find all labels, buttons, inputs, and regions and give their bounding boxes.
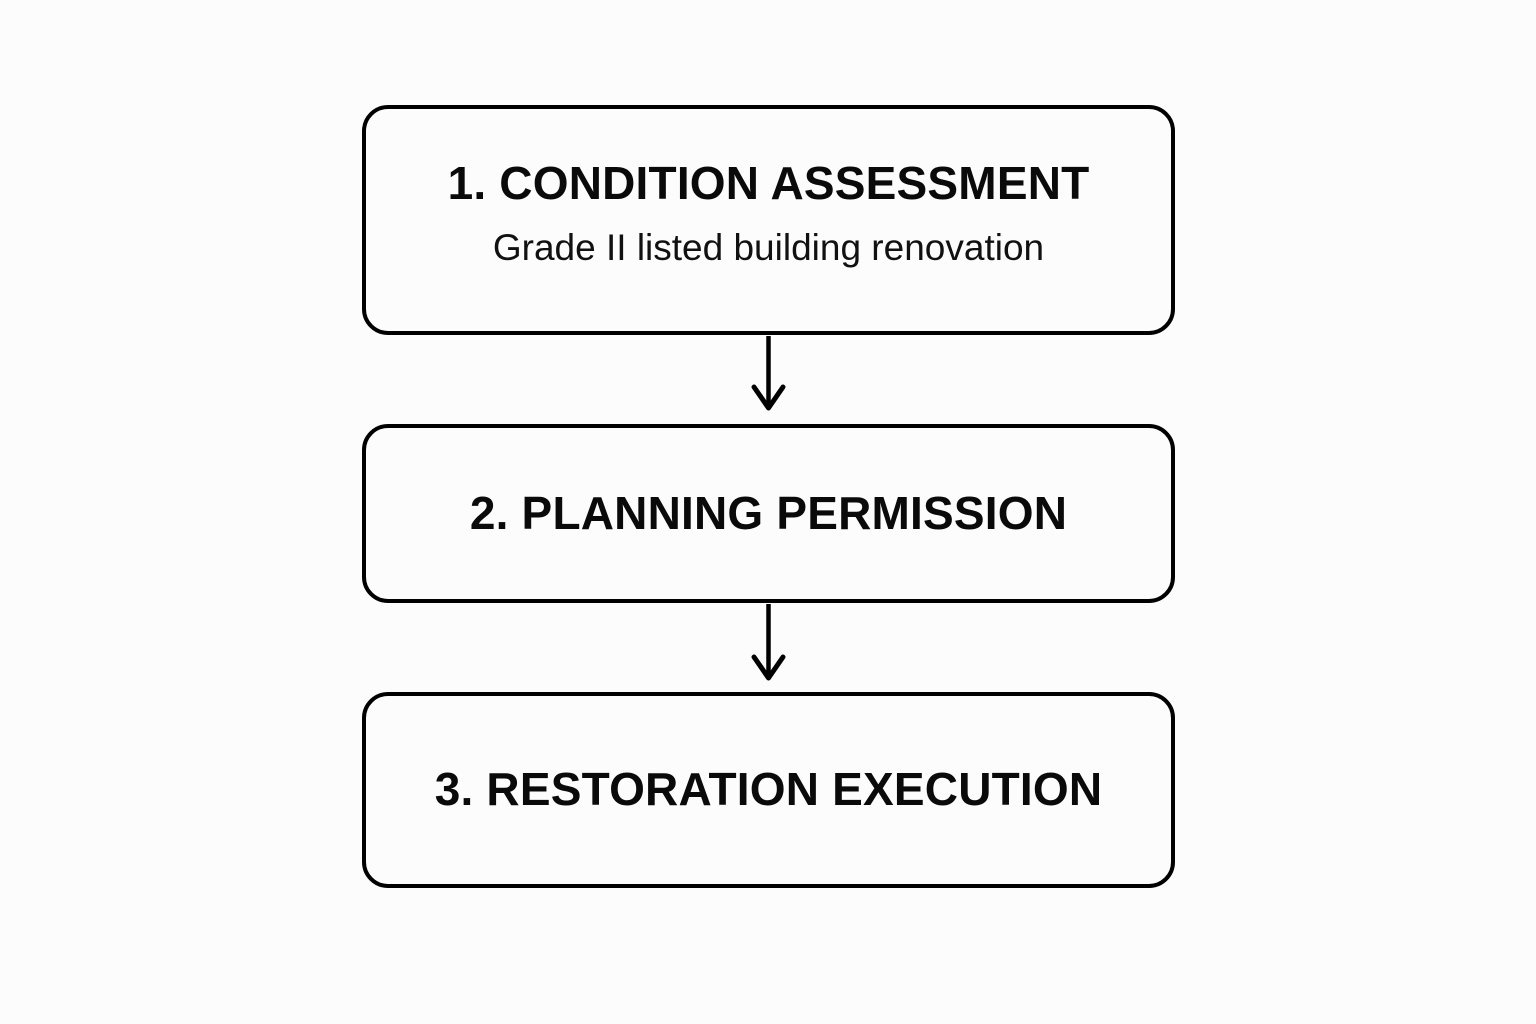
flow-node-planning-permission[interactable]: 2. PLANNING PERMISSION — [362, 424, 1175, 603]
node-content: 3. RESTORATION EXECUTION — [366, 763, 1171, 816]
node-title: 1. CONDITION ASSESSMENT — [447, 156, 1090, 209]
node-content: 1. CONDITION ASSESSMENT Grade II listed … — [366, 156, 1171, 269]
arrow-down-icon-2 — [751, 604, 786, 681]
node-title: 3. RESTORATION EXECUTION — [434, 763, 1103, 816]
node-title: 2. PLANNING PERMISSION — [469, 486, 1068, 539]
flow-node-condition-assessment[interactable]: 1. CONDITION ASSESSMENT Grade II listed … — [362, 105, 1175, 335]
flow-node-restoration-execution[interactable]: 3. RESTORATION EXECUTION — [362, 692, 1175, 888]
arrow-down-icon-1 — [751, 336, 786, 411]
node-subtitle: Grade II listed building renovation — [492, 226, 1045, 268]
node-content: 2. PLANNING PERMISSION — [366, 486, 1171, 539]
